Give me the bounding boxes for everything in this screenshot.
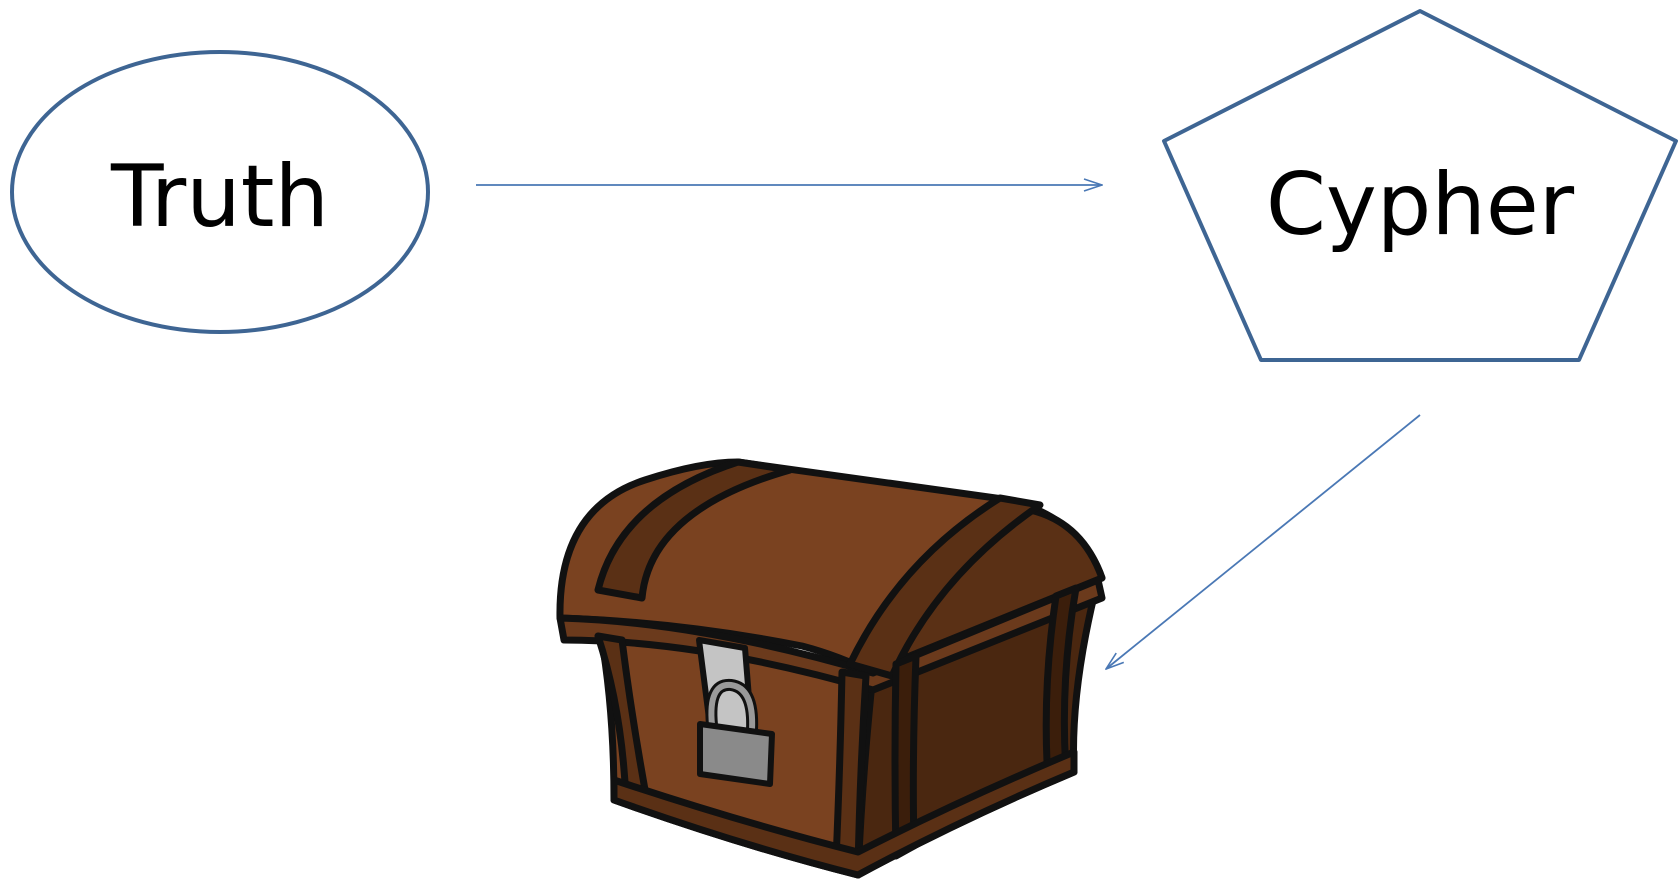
truth-ellipse bbox=[10, 50, 430, 334]
chest-lid-band bbox=[556, 576, 1106, 694]
chest-lid-strap-right bbox=[846, 494, 1044, 680]
truth-label: Truth bbox=[110, 147, 329, 247]
arrow-cypher-to-chest bbox=[1106, 414, 1421, 669]
cypher-pentagon bbox=[1162, 9, 1678, 362]
chest-bottom-band bbox=[610, 748, 1078, 879]
truth-node: Truth bbox=[10, 50, 430, 334]
treasure-chest-image bbox=[556, 458, 1106, 879]
padlock-shackle-inner bbox=[708, 681, 756, 733]
chest-front-strap-right bbox=[832, 668, 870, 874]
chest-lid-strap-left bbox=[594, 458, 794, 602]
padlock-icon bbox=[697, 721, 775, 787]
cypher-node: Cypher bbox=[1162, 9, 1678, 362]
cypher-label: Cypher bbox=[1266, 155, 1575, 255]
